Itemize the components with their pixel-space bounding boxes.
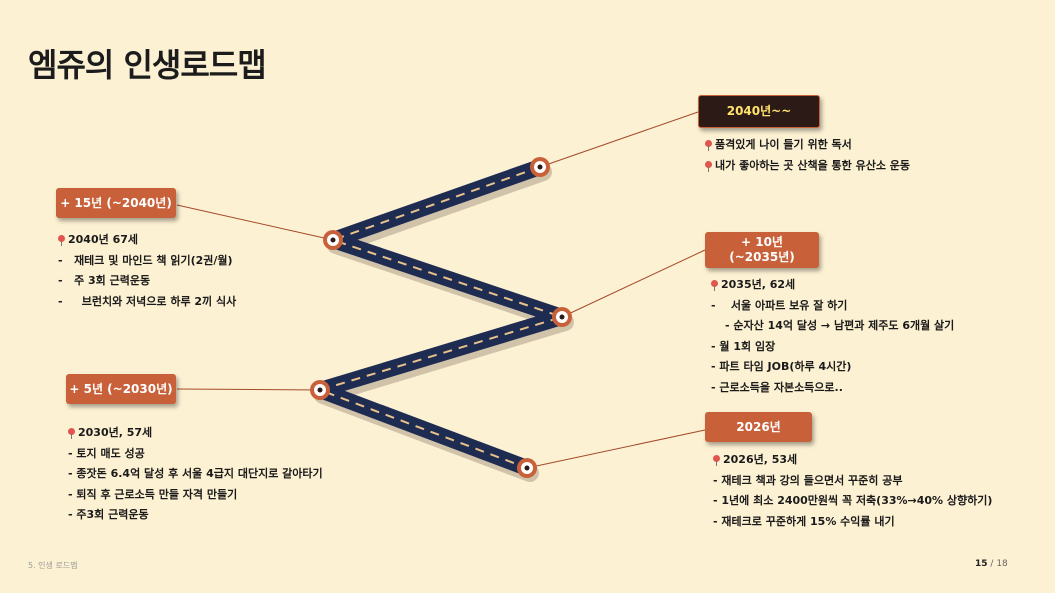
pin-icon	[705, 140, 712, 151]
milestone-plus10-label: + 10년 (~2035년)	[705, 232, 819, 268]
marker-plus10	[552, 307, 572, 327]
connector-lines	[176, 111, 706, 469]
milestone-2026-label: 2026년	[705, 412, 812, 442]
pin-icon	[711, 280, 718, 291]
list-item: - 서울 아파트 보유 잘 하기	[711, 298, 848, 312]
page-title: 엠쥬의 인생로드맵	[28, 46, 267, 84]
page-separator: /	[990, 559, 994, 569]
road-dashes	[319, 166, 563, 469]
milestone-plus10-list: 2035년, 62세 - 서울 아파트 보유 잘 하기 - 순자산 14억 달성…	[711, 275, 954, 398]
milestone-2040-label-text: 2040년~~	[726, 104, 792, 118]
marker-2040	[530, 157, 550, 177]
list-item: - 재테크로 꾸준하게 15% 수익률 내기	[713, 514, 895, 528]
list-item: - 월 1회 임장	[711, 339, 776, 353]
marker-2026	[517, 458, 537, 478]
footer-section-label: 5. 인생 로드맵	[28, 561, 78, 570]
list-item: - 순자산 14억 달성 → 남편과 제주도 6개월 살기	[725, 319, 955, 332]
list-item: - 파트 타임 JOB(하루 4시간)	[711, 360, 852, 373]
milestone-2026-label-text: 2026년	[736, 419, 781, 434]
milestone-plus10-label-line2: (~2035년)	[729, 250, 795, 264]
list-item: - 1년에 최소 2400만원씩 꼭 저축(33%→40% 상향하기)	[713, 494, 993, 507]
milestone-plus5-label: + 5년 (~2030년)	[66, 374, 176, 404]
list-item: - 주 3회 근력운동	[58, 274, 151, 287]
pin-icon	[68, 428, 75, 439]
list-item: - 재테크 책과 강의 들으면서 꾸준히 공부	[713, 473, 903, 487]
page-current: 15	[975, 559, 988, 569]
list-item: - 재테크 및 마인드 책 읽기(2권/월)	[58, 253, 233, 267]
list-item: - 종잣돈 6.4억 달성 후 서울 4급지 대단지로 갈아타기	[68, 467, 323, 480]
milestone-plus5-list: 2030년, 57세 - 토지 매도 성공 - 종잣돈 6.4억 달성 후 서울…	[68, 423, 323, 526]
milestone-plus10-label-line1: + 10년	[741, 235, 783, 249]
milestone-plus15-list: 2040년 67세 - 재테크 및 마인드 책 읽기(2권/월) - 주 3회 …	[58, 230, 236, 312]
list-item: - 주3회 근력운동	[68, 508, 149, 521]
pin-icon	[58, 235, 65, 246]
list-item: 2026년, 53세	[713, 450, 992, 471]
milestone-2026-list: 2026년, 53세 - 재테크 책과 강의 들으면서 꾸준히 공부 - 1년에…	[713, 450, 992, 532]
road-markers	[310, 157, 572, 478]
list-item: 2040년 67세	[58, 230, 236, 251]
page-number: 15 / 18	[975, 559, 1008, 569]
pin-icon	[705, 160, 712, 172]
milestone-plus5-label-text: + 5년 (~2030년)	[69, 381, 173, 396]
milestone-plus15-label: + 15년 (~2040년)	[56, 188, 176, 218]
list-item: 2030년, 57세	[68, 423, 323, 444]
milestone-2040-label: 2040년~~	[698, 95, 820, 128]
list-item: 내가 좋아하는 곳 산책을 통한 유산소 운동	[705, 156, 910, 177]
page-total: 18	[996, 559, 1008, 569]
list-item: - 근로소득을 자본소득으로..	[711, 380, 843, 394]
list-item: - 퇴직 후 근로소득 만들 자격 만들기	[68, 487, 238, 501]
marker-plus5	[310, 380, 330, 400]
milestone-plus15-label-text: + 15년 (~2040년)	[60, 195, 172, 210]
pin-icon	[713, 455, 720, 466]
list-item: 품격있게 나이 들기 위한 독서	[705, 135, 910, 156]
marker-plus15	[323, 230, 343, 250]
milestone-2040-list: 품격있게 나이 들기 위한 독서 내가 좋아하는 곳 산책을 통한 유산소 운동	[705, 135, 910, 176]
list-item: - 토지 매도 성공	[68, 446, 145, 460]
list-item: 2035년, 62세	[711, 275, 954, 296]
list-item: - 브런치와 저녁으로 하루 2끼 식사	[58, 294, 237, 308]
